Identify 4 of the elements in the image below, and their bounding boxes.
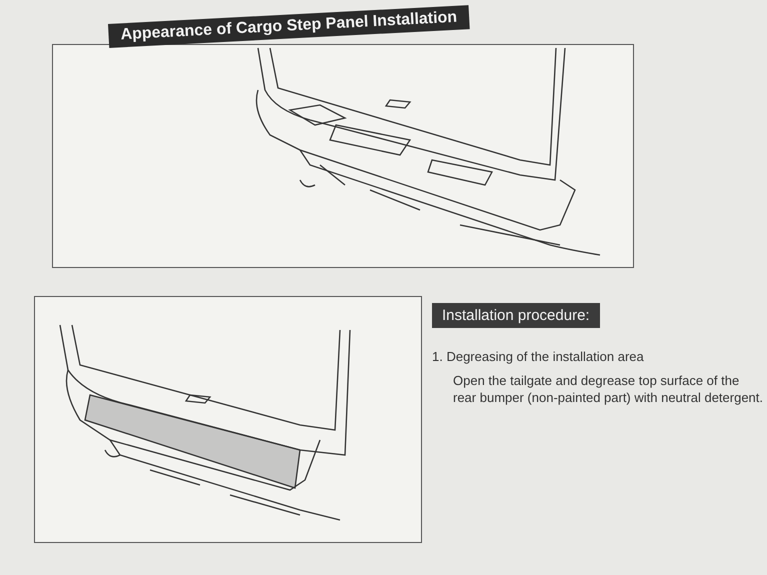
- instruction-text: Open the tailgate and degrease top surface of the rear bumper (non-painted part) with neutral detergent.: [453, 372, 764, 406]
- section-heading: Installation procedure:: [432, 303, 600, 328]
- step-heading: 1. Degreasing of the installation area: [432, 349, 644, 364]
- section-heading: Appearance of Cargo Step Panel Installation: [108, 5, 470, 48]
